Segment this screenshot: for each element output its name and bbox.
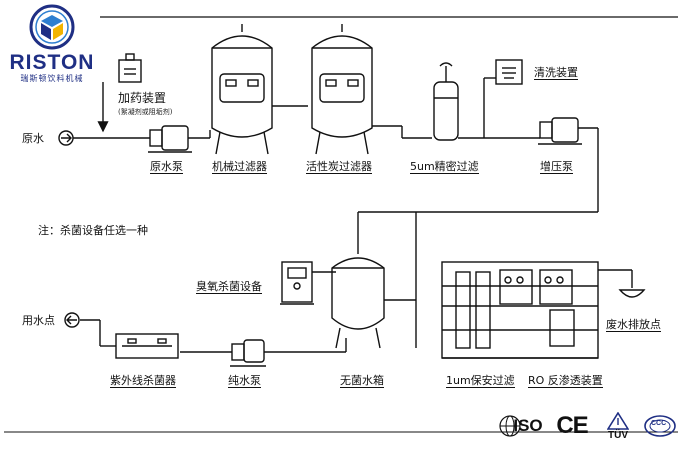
triangle-icon	[607, 411, 629, 430]
label-security-filter: 1um保安过滤	[446, 374, 515, 388]
label-carbon-filter: 活性炭过滤器	[306, 160, 372, 174]
precision-filter-drawing	[433, 62, 459, 141]
label-booster-pump: 增压泵	[540, 160, 573, 174]
ccc-certification-mark: CCC	[642, 404, 678, 448]
label-waste: 废水排放点	[606, 318, 661, 332]
ccc-text: CCC	[651, 420, 667, 427]
raw-water-inlet	[58, 130, 74, 146]
ccc-icon	[644, 415, 676, 437]
waste-outlet-drawing	[618, 289, 646, 298]
iso-certification-mark: ISO	[496, 404, 544, 448]
globe-icon	[499, 415, 521, 437]
label-dosing-sub: (絮凝剂或阻垢剂)	[118, 108, 173, 116]
label-ozone: 臭氧杀菌设备	[196, 280, 262, 294]
tuv-text: TÜV	[608, 429, 628, 441]
carbon-filter-drawing	[311, 24, 373, 155]
mechanical-filter-drawing	[211, 24, 273, 155]
logo-cube-icon	[29, 4, 75, 50]
booster-pump-drawing	[538, 117, 582, 145]
water-use-point-drawing	[64, 312, 80, 328]
label-raw-water: 原水	[22, 132, 44, 145]
ce-certification-mark: CE	[552, 404, 592, 448]
tuv-certification-mark: TÜV	[600, 404, 636, 448]
label-uv: 紫外线杀菌器	[110, 374, 176, 388]
label-pure-pump: 纯水泵	[228, 374, 261, 388]
sterile-tank-drawing	[331, 226, 385, 349]
label-raw-water-pump: 原水泵	[150, 160, 183, 174]
iso-text: ISO	[513, 416, 543, 435]
note-text: 注：杀菌设备任选一种	[38, 224, 148, 237]
cleaning-device-drawing	[495, 59, 523, 85]
brand-name: RISTON	[9, 51, 95, 74]
ro-unit-drawing	[441, 261, 599, 359]
label-ro: RO 反渗透装置	[528, 374, 603, 388]
uv-sterilizer-drawing	[115, 333, 179, 359]
raw-water-pump-drawing	[148, 125, 192, 153]
label-mechanical-filter: 机械过滤器	[212, 160, 267, 174]
dosing-device	[118, 53, 142, 83]
ozone-device-drawing	[280, 261, 314, 305]
ce-text: CE	[556, 412, 588, 439]
pure-pump-drawing	[230, 339, 266, 367]
label-cleaning: 清洗装置	[534, 66, 578, 80]
label-precision-filter: 5um精密过滤	[410, 160, 479, 174]
label-dosing: 加药装置	[118, 91, 167, 105]
brand-logo: RISTON 瑞斯顿饮料机械	[4, 3, 100, 85]
label-sterile-tank: 无菌水箱	[340, 374, 384, 388]
brand-subtitle: 瑞斯顿饮料机械	[20, 74, 84, 83]
label-water-point: 用水点	[22, 314, 55, 327]
